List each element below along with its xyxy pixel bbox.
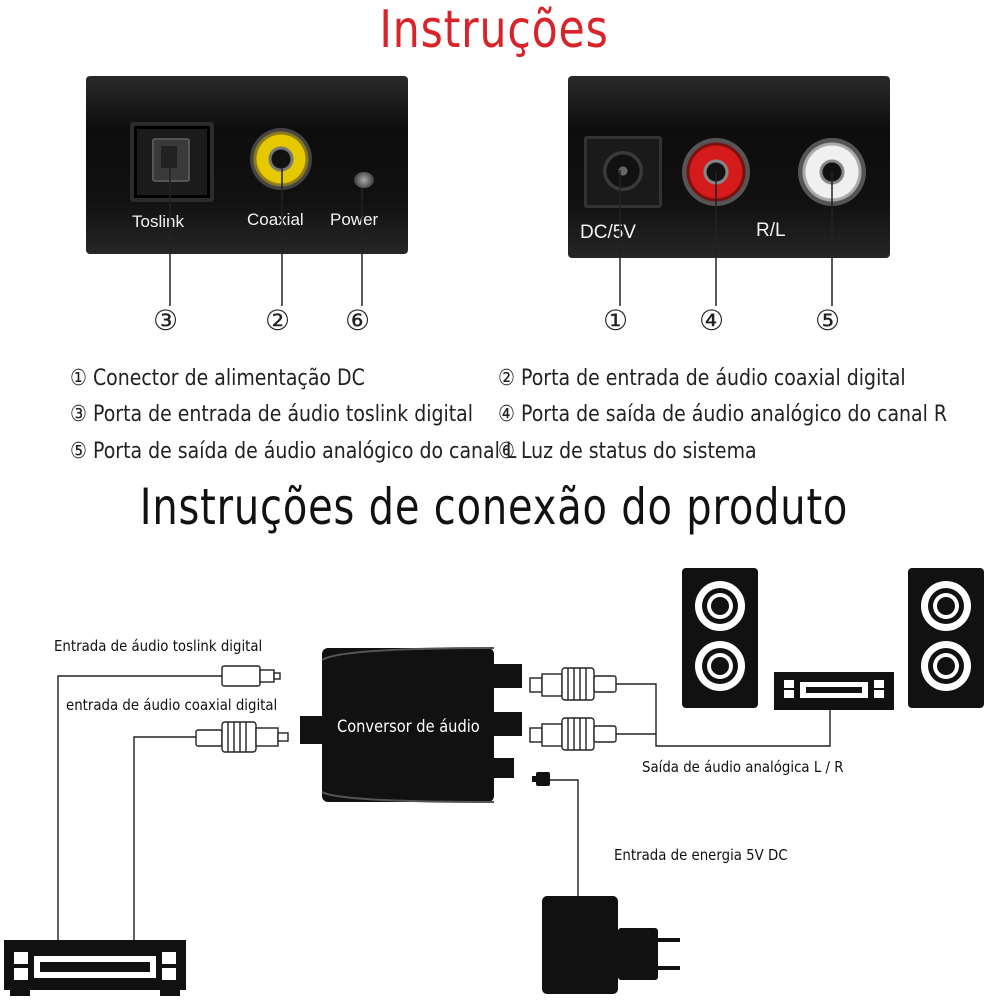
legend-item: ④ Porta de saída de áudio analógico do c…	[498, 402, 948, 427]
coaxial-plug	[195, 721, 289, 753]
coaxial-input-label: entrada de áudio coaxial digital	[66, 696, 278, 714]
callout-power: ⑥	[345, 304, 371, 337]
coaxial-jack	[250, 128, 312, 190]
speaker-right	[908, 568, 984, 708]
legend-item: ③ Porta de entrada de áudio toslink digi…	[70, 402, 474, 427]
toslink-input-label: Entrada de áudio toslink digital	[54, 637, 263, 655]
toslink-label: Toslink	[132, 212, 184, 231]
callout-toslink: ③	[153, 304, 179, 337]
page-title: Instruções	[379, 0, 609, 60]
rca-plug-upper	[529, 667, 617, 701]
power-label: Power	[330, 210, 379, 229]
toslink-plug	[221, 665, 281, 687]
dc-jack	[584, 136, 662, 208]
legend-item: ② Porta de entrada de áudio coaxial digi…	[498, 366, 906, 391]
connection-title: Instruções de conexão do produto	[139, 478, 849, 536]
toslink-port	[130, 122, 214, 202]
rl-label: R/L	[756, 220, 786, 241]
power-input-label: Entrada de energia 5V DC	[614, 846, 788, 864]
callout-right: ④	[699, 304, 725, 337]
legend-item: ① Conector de alimentação DC	[70, 366, 365, 391]
power-led	[354, 172, 374, 188]
speaker-left	[682, 568, 758, 708]
dc-plug	[532, 772, 550, 786]
legend-item: ⑤ Porta de saída de áudio analógico do c…	[70, 439, 517, 464]
callout-left: ⑤	[815, 304, 841, 337]
dvd-player	[4, 940, 186, 996]
coaxial-label: Coaxial	[247, 210, 304, 229]
power-adapter	[542, 896, 680, 994]
legend-item: ⑥ Luz de status do sistema	[498, 439, 757, 464]
callout-dc: ①	[603, 304, 629, 337]
dc-label: DC/5V	[580, 222, 636, 243]
rca-plug-lower	[529, 717, 617, 751]
analog-output-label: Saída de áudio analógica L / R	[642, 758, 844, 776]
converter-label: Conversor de áudio	[337, 717, 480, 737]
converter-box	[300, 647, 522, 803]
callout-coaxial: ②	[265, 304, 291, 337]
front-panel: Toslink Coaxial Power	[86, 76, 408, 254]
amplifier	[774, 672, 894, 710]
